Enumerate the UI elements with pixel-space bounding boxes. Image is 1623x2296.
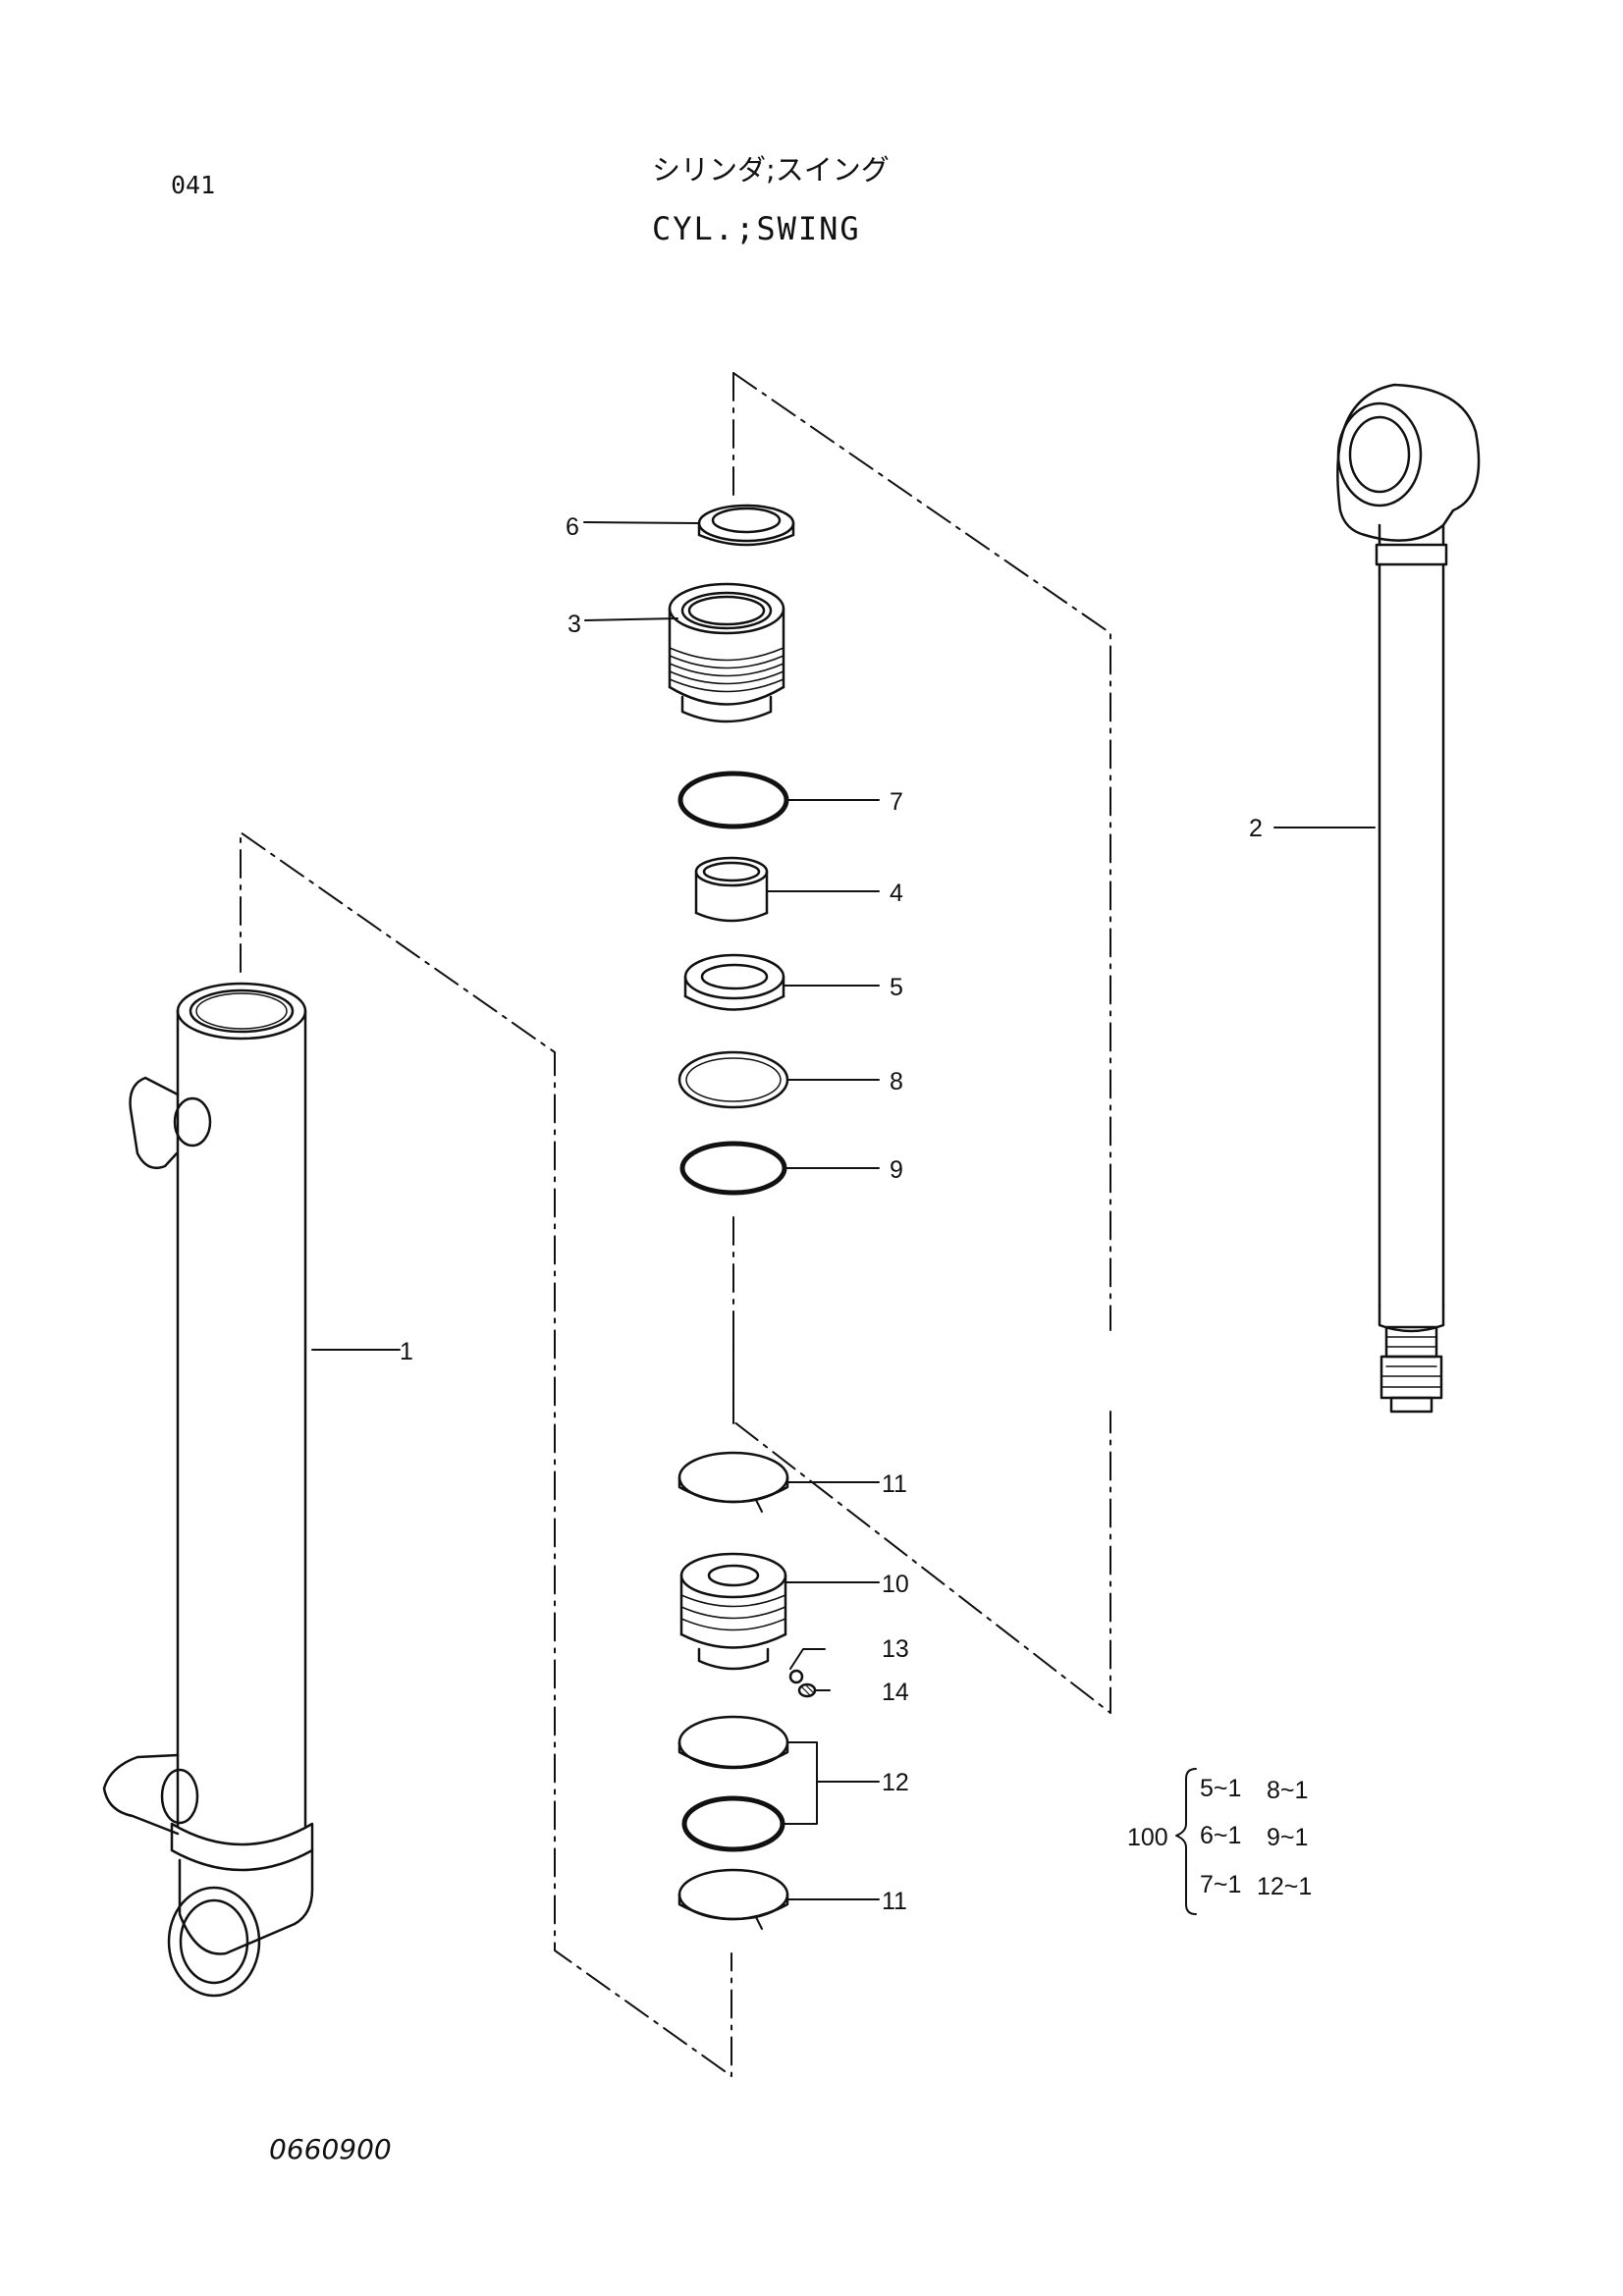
kit-item: 5~1 — [1200, 1775, 1241, 1802]
part-9-o-ring[interactable] — [677, 771, 789, 829]
title-english: CYL.;SWING — [652, 210, 861, 247]
callout-1: 1 — [400, 1338, 413, 1365]
callout-2: 2 — [1249, 815, 1263, 842]
callout-7: 9 — [890, 1156, 903, 1184]
kit-100-group: 100 5~1 8~1 6~1 9~1 7~1 12~1 — [1127, 1768, 1312, 1915]
kit-item: 8~1 — [1267, 1777, 1308, 1804]
title-japanese: シリンダ;スイング — [652, 153, 890, 187]
kit-number: 100 — [1127, 1824, 1168, 1851]
callout-8: 8 — [890, 1068, 903, 1095]
part-8-backup-ring[interactable] — [677, 1050, 789, 1109]
part-6-dust-seal[interactable] — [697, 504, 795, 547]
part-7-o-ring[interactable] — [679, 1141, 787, 1424]
leader-lines — [311, 521, 1376, 1900]
callout-labels: 6 3 7 4 5 8 9 11 10 13 14 12 11 1 2 — [400, 513, 1263, 1915]
part-5-rod-seal[interactable] — [683, 953, 785, 1011]
part-4-bushing[interactable] — [694, 856, 769, 923]
callout-11-upper: 11 — [882, 1470, 907, 1498]
part-10-piston[interactable] — [679, 1552, 787, 1671]
callout-3: 3 — [568, 611, 581, 638]
callout-10: 10 — [882, 1571, 909, 1598]
callout-13: 13 — [882, 1635, 909, 1663]
cylinder-tube-part[interactable] — [102, 831, 732, 2077]
kit-item: 12~1 — [1257, 1873, 1312, 1900]
page-number: 041 — [171, 171, 216, 199]
callout-12: 12 — [882, 1769, 909, 1796]
callout-14: 14 — [882, 1679, 909, 1706]
callout-5: 5 — [890, 974, 903, 1001]
part-11-wear-ring-lower[interactable] — [677, 1868, 789, 1930]
callout-6: 6 — [566, 513, 579, 541]
part-13-steel-ball[interactable] — [788, 1669, 804, 1684]
piston-rod-part[interactable] — [732, 372, 1481, 1714]
callout-4: 4 — [890, 880, 903, 907]
part-12-seal-ring-set[interactable] — [677, 1715, 789, 1852]
callout-11-lower: 11 — [882, 1888, 907, 1915]
part-11-wear-ring-upper[interactable] — [677, 1451, 789, 1513]
kit-item: 7~1 — [1200, 1871, 1241, 1898]
kit-item: 6~1 — [1200, 1822, 1241, 1849]
kit-item: 9~1 — [1267, 1824, 1308, 1851]
drawing-number: 0660900 — [269, 2133, 392, 2165]
callout-9: 7 — [890, 788, 903, 816]
part-3-cylinder-head[interactable] — [668, 582, 785, 723]
part-14-set-screw[interactable] — [797, 1682, 817, 1698]
